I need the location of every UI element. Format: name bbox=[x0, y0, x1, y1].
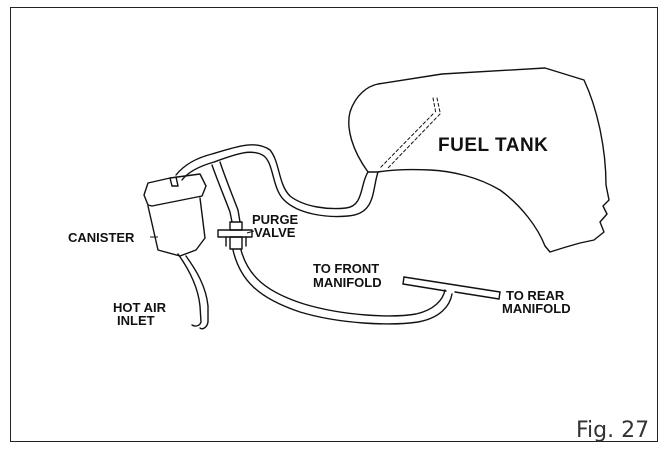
front-manifold-label-line2: MANIFOLD bbox=[313, 275, 382, 290]
filler-neck bbox=[379, 97, 441, 169]
manifold-tee bbox=[402, 276, 501, 300]
hot-air-inlet-label-line2: INLET bbox=[117, 313, 155, 328]
purge-valve-label-line2: VALVE bbox=[254, 225, 296, 240]
rear-manifold-label-line2: MANIFOLD bbox=[502, 301, 571, 316]
figure-caption: Fig. 27 bbox=[576, 418, 650, 443]
purge-valve bbox=[217, 221, 253, 250]
purge-line-upper bbox=[211, 161, 241, 223]
canister bbox=[143, 173, 207, 257]
manifold-vacuum-line bbox=[232, 249, 453, 325]
rear-manifold-label-line1: TO REAR bbox=[506, 288, 565, 303]
canister-label: CANISTER bbox=[68, 230, 135, 245]
hot-air-inlet-label-line1: HOT AIR bbox=[113, 300, 166, 315]
front-manifold-label-line1: TO FRONT bbox=[313, 261, 380, 276]
figure-frame bbox=[10, 7, 658, 442]
fuel-tank-outline bbox=[348, 67, 610, 253]
purge-valve-label-line1: PURGE bbox=[252, 212, 299, 227]
fuel-tank-label: FUEL TANK bbox=[438, 135, 549, 156]
hot-air-inlet-tube bbox=[177, 253, 209, 330]
tank-vapor-line bbox=[175, 144, 379, 218]
purge-valve-leader bbox=[246, 230, 255, 234]
